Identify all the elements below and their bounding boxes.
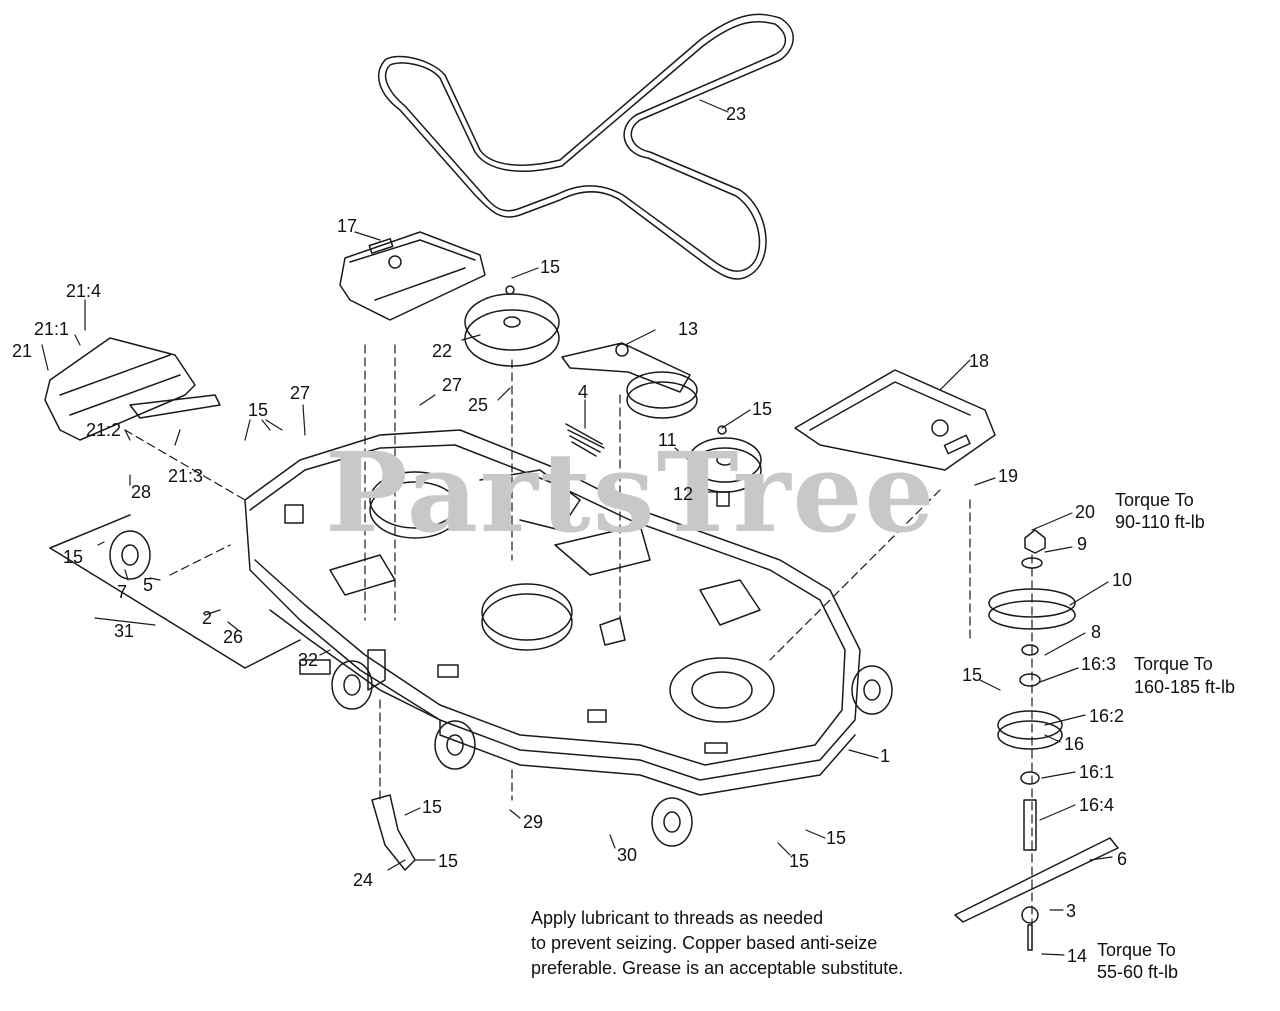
callout-1: 1 [880, 746, 891, 766]
gauge-wheel-part-7 [109, 530, 151, 580]
torque-14-label: Torque To [1097, 940, 1176, 960]
mower-deck-part-1 [244, 429, 861, 781]
idler-arm-part-13 [561, 342, 691, 393]
lubricant-note-line-3: preferable. Grease is an acceptable subs… [531, 958, 904, 978]
callout-9: 9 [1077, 534, 1088, 554]
spacer-part-8 [1021, 644, 1039, 656]
torque-16-label: Torque To [1134, 654, 1213, 674]
chute-part-24 [371, 794, 416, 871]
callout-21-3: 21:3 [168, 466, 204, 486]
callout-24: 24 [353, 870, 374, 890]
callout-16-2: 16:2 [1089, 706, 1125, 726]
callout-18: 18 [969, 351, 990, 371]
callout-8: 8 [1091, 622, 1102, 642]
discharge-guard-part-21 [44, 337, 196, 441]
callout-15-d: 15 [63, 547, 84, 567]
spindle-shaft-part-16-4 [1023, 799, 1037, 851]
callout-3: 3 [1066, 901, 1077, 921]
callout-16: 16 [1064, 734, 1085, 754]
callout-15-e: 15 [422, 797, 443, 817]
callout-21-4: 21:4 [66, 281, 102, 301]
callout-10: 10 [1112, 570, 1133, 590]
callout-15-g: 15 [826, 828, 847, 848]
callout-27-a: 27 [290, 383, 311, 403]
callout-20: 20 [1075, 502, 1096, 522]
callout-7: 7 [117, 582, 128, 602]
callout-16-3: 16:3 [1081, 654, 1117, 674]
spindle-housing-part-16 [997, 710, 1063, 740]
callout-15-h: 15 [789, 851, 810, 871]
callout-26: 26 [223, 627, 244, 647]
callout-6: 6 [1117, 849, 1128, 869]
callout-31: 31 [114, 621, 135, 641]
torque-16-value: 160-185 ft-lb [1134, 677, 1236, 697]
belt-cover-part-18 [794, 369, 996, 471]
callout-28: 28 [131, 482, 152, 502]
callout-5: 5 [143, 575, 154, 595]
pulley-part-22 [464, 293, 560, 351]
callout-15-b: 15 [752, 399, 773, 419]
callout-13: 13 [678, 319, 699, 339]
torque-20-label: Torque To [1115, 490, 1194, 510]
callout-16-4: 16:4 [1079, 795, 1115, 815]
callout-16-1: 16:1 [1079, 762, 1115, 782]
callout-17: 17 [337, 216, 358, 236]
spring-part-4 [565, 423, 605, 457]
callout-15-i: 15 [962, 665, 983, 685]
torque-20-value: 90-110 ft-lb [1115, 512, 1205, 532]
callout-27-b: 27 [442, 375, 463, 395]
watermark: PartsTree [325, 428, 937, 557]
callout-12: 12 [673, 484, 694, 504]
callout-29: 29 [523, 812, 544, 832]
belt-part-23 [377, 13, 794, 280]
callout-15-a: 15 [540, 257, 561, 277]
callout-11: 11 [658, 430, 677, 450]
torque-14-value: 55-60 ft-lb [1097, 962, 1179, 982]
callout-30: 30 [617, 845, 638, 865]
callout-32: 32 [298, 650, 319, 670]
caster-wheel-left [331, 660, 373, 710]
lubricant-note-line-2: to prevent seizing. Copper based anti-se… [531, 933, 878, 953]
callout-14: 14 [1067, 946, 1088, 966]
lubricant-note-line-1: Apply lubricant to threads as needed [531, 908, 824, 928]
callout-25: 25 [468, 395, 489, 415]
callout-21: 21 [12, 341, 33, 361]
callout-21-2: 21:2 [86, 420, 122, 440]
callout-2: 2 [202, 608, 213, 628]
belt-cover-part-17 [339, 231, 486, 321]
blade-part-6 [954, 837, 1119, 923]
callout-21-1: 21:1 [34, 319, 70, 339]
callout-15-f: 15 [438, 851, 459, 871]
nut-part-3 [1021, 906, 1039, 924]
callout-23: 23 [726, 104, 747, 124]
callout-19: 19 [998, 466, 1019, 486]
nut-part-20 [1024, 529, 1046, 554]
callout-15-c: 15 [248, 400, 269, 420]
callout-4: 4 [578, 382, 589, 402]
callout-22: 22 [432, 341, 453, 361]
